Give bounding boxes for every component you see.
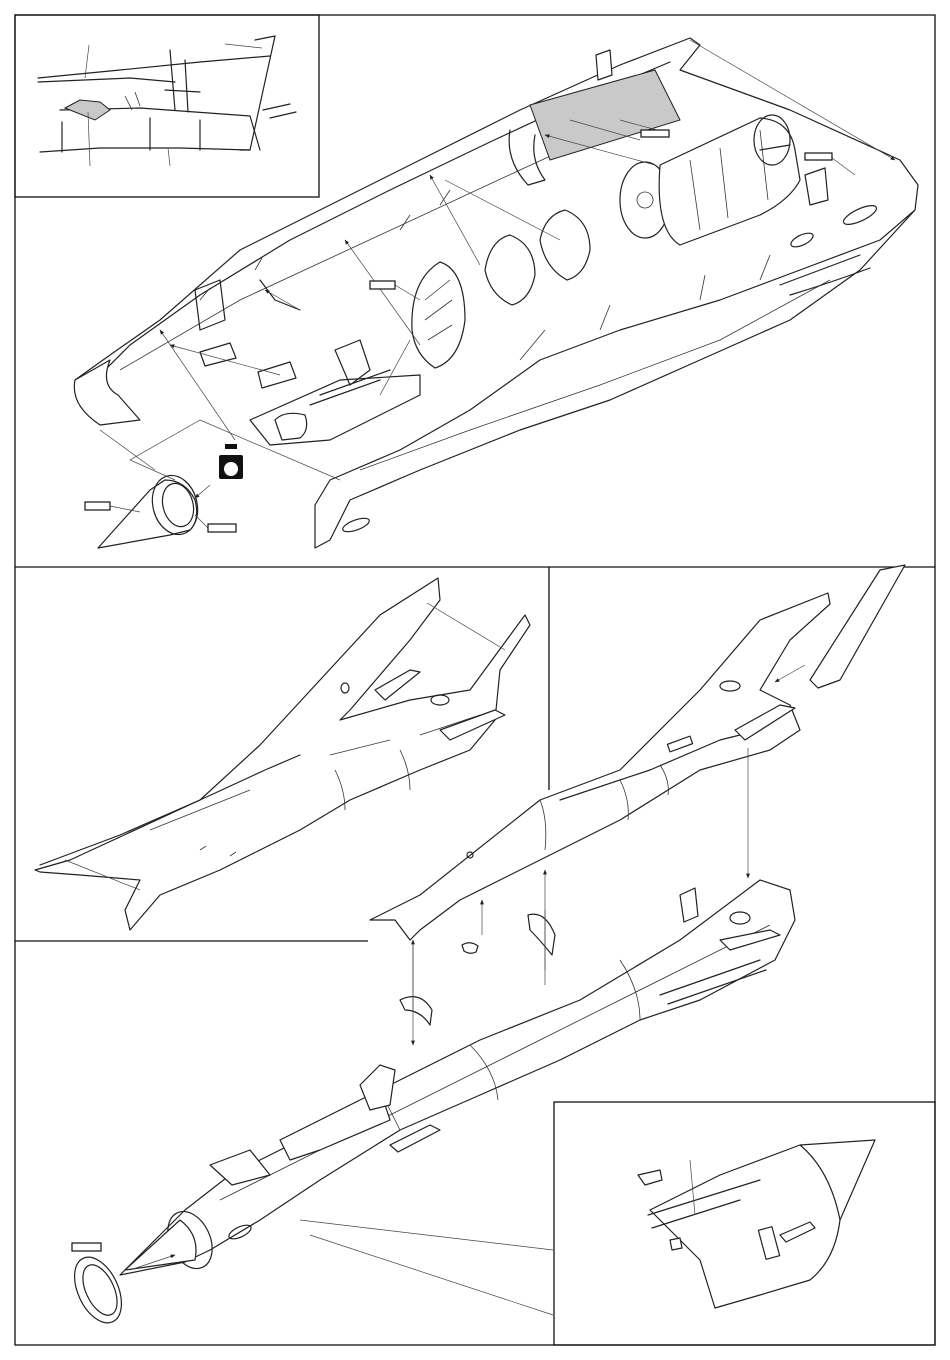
cockpit-tub: [200, 340, 420, 445]
fuselage-complete: [65, 880, 795, 1330]
callout-rear-bay: [641, 130, 669, 137]
callout-bulkhead: [370, 281, 395, 289]
cockpit-section-drawing: [38, 36, 296, 166]
nose-detail-drawing: [638, 1140, 875, 1308]
callout-ring: [72, 1243, 101, 1251]
callout-tail-fin: [805, 153, 832, 160]
nose-weight-icon: [219, 444, 243, 479]
nose-cone-top: [98, 470, 204, 548]
callout-nose-cone: [85, 502, 110, 510]
callout-nose-ring: [208, 524, 236, 532]
